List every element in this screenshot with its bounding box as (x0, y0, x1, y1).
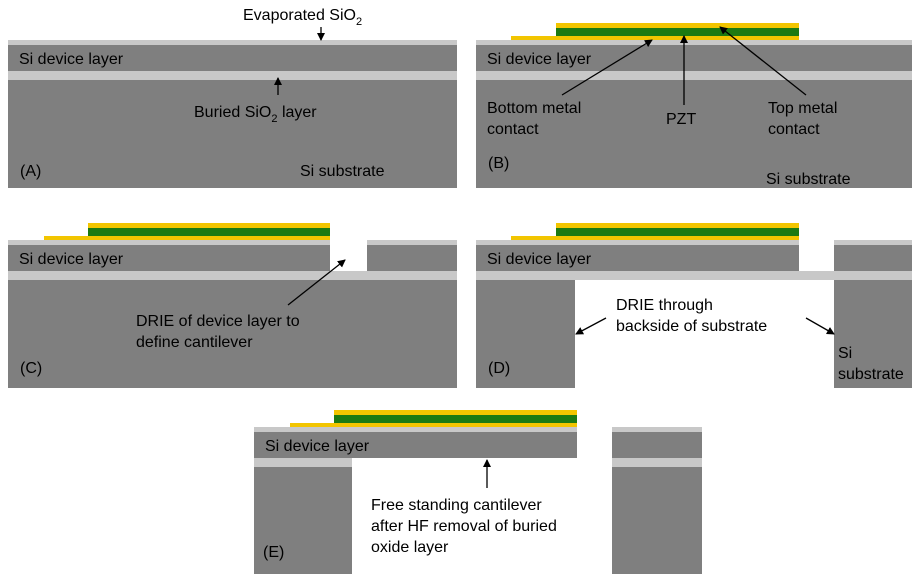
device-layer-label: Si device layer (19, 51, 124, 68)
pzt-layer (556, 228, 799, 236)
pzt-layer (556, 28, 799, 36)
panel-tag: (E) (263, 544, 284, 561)
evaporated-oxide-layer (476, 240, 799, 245)
bottom-metal-contact (511, 36, 799, 40)
buried-oxide-remnant (254, 458, 352, 467)
substrate (8, 280, 457, 388)
device-layer (8, 245, 330, 271)
top-metal-contact (556, 23, 799, 28)
evaporated-sio2-label: Evaporated SiO2 (243, 7, 362, 28)
substrate-label: Si substrate (766, 171, 851, 188)
drie-left-arrow (575, 317, 607, 335)
device-layer-right (834, 245, 912, 271)
device-layer-label: Si device layer (265, 438, 370, 455)
evaporated-oxide-layer-right (367, 240, 457, 245)
evaporated-oxide-layer (476, 40, 912, 45)
panel-tag: (B) (488, 155, 509, 172)
evaporated-oxide-layer (254, 427, 577, 432)
device-layer (476, 245, 799, 271)
pzt-layer (334, 415, 577, 423)
panel-tag: (C) (20, 360, 42, 377)
evaporated-oxide-layer-right (612, 427, 702, 432)
bottom-metal-contact (290, 423, 577, 427)
device-layer-label: Si device layer (487, 51, 592, 68)
panel-tag: (D) (488, 360, 510, 377)
device-layer-label: Si device layer (19, 251, 124, 268)
buried-oxide-layer (476, 271, 912, 280)
evaporated-oxide-layer-right (834, 240, 912, 245)
panel-tag: (A) (20, 163, 41, 180)
buried-oxide-layer (476, 71, 912, 80)
drie-trench-arrow (287, 259, 346, 306)
device-layer (254, 432, 577, 458)
buried-oxide-right (612, 458, 702, 467)
top-contact-arrow (719, 26, 807, 96)
pzt-label: PZT (666, 111, 696, 128)
top-metal-contact (88, 223, 330, 228)
substrate-right (834, 280, 912, 388)
buried-oxide-layer (8, 271, 457, 280)
buried-sio2-label: Buried SiO2 layer (194, 104, 317, 125)
panel-a: Evaporated SiO2 Si device layer Buried S… (8, 7, 457, 188)
device-layer (476, 45, 912, 71)
substrate-left (476, 280, 575, 388)
evaporated-oxide-layer (8, 40, 457, 45)
substrate-right (612, 467, 702, 574)
bottom-metal-contact (44, 236, 330, 240)
evaporated-oxide-layer (8, 240, 330, 245)
substrate-label: Si substrate (300, 163, 385, 180)
drie-right-arrow (805, 317, 835, 335)
bottom-contact-arrow (561, 39, 653, 96)
bottom-metal-contact (511, 236, 799, 240)
top-metal-contact (556, 223, 799, 228)
substrate (476, 80, 912, 188)
device-layer (8, 45, 457, 71)
buried-oxide-layer (8, 71, 457, 80)
device-layer-right (612, 432, 702, 458)
device-layer-label: Si device layer (487, 251, 592, 268)
top-metal-contact (334, 410, 577, 415)
panel-e: Si device layer Free standing cantilever… (254, 410, 702, 574)
substrate (8, 80, 457, 188)
pzt-layer (88, 228, 330, 236)
substrate-left (254, 467, 352, 574)
device-layer-right (367, 245, 457, 271)
